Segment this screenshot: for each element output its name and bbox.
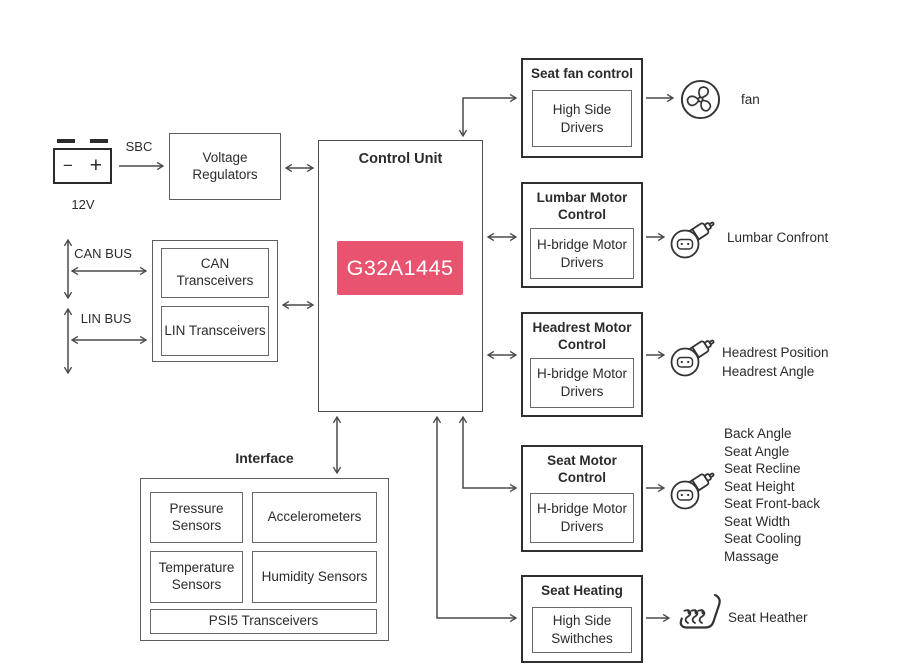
can-bus-label: CAN BUS xyxy=(74,246,132,261)
seat-heater-icon xyxy=(673,592,723,638)
battery-plus-sign: + xyxy=(89,154,102,177)
driver-block: High Side Drivers xyxy=(532,90,632,147)
humidity-sensors-block: Humidity Sensors xyxy=(252,551,377,603)
output-line: Headrest Position xyxy=(722,345,829,360)
output-line: Seat Recline xyxy=(724,461,801,476)
battery-voltage-label: 12V xyxy=(71,197,95,212)
driver-block: H-bridge Motor Drivers xyxy=(530,358,634,408)
battery-terminal-plus xyxy=(90,139,108,143)
pressure-sensors-block: Pressure Sensors xyxy=(150,492,243,543)
output-line: Seat Height xyxy=(724,478,795,494)
can-transceivers-block: CAN Transceivers xyxy=(161,248,269,298)
headrest-motor-control-module: Headrest Motor Control H-bridge Motor Dr… xyxy=(521,312,643,417)
interface-label: Interface xyxy=(235,450,294,466)
motor-icon xyxy=(668,464,722,512)
module-title: Seat Heating xyxy=(541,583,623,598)
fan-output-label: fan xyxy=(741,92,760,107)
output-line: Back Angle xyxy=(724,426,792,441)
temperature-sensors-block: Temperature Sensors xyxy=(150,551,243,603)
headrest-output-labels: Headrest Position Headrest Angle xyxy=(722,343,829,381)
module-title: Headrest Motor Control xyxy=(532,320,632,352)
driver-block: H-bridge Motor Drivers xyxy=(530,493,634,543)
lumbar-motor-control-module: Lumbar Motor Control H-bridge Motor Driv… xyxy=(521,182,643,288)
driver-block: H-bridge Motor Drivers xyxy=(530,228,634,279)
chip-badge: G32A1445 xyxy=(337,241,463,295)
output-line: Seat Angle xyxy=(724,443,790,459)
module-title: Seat fan control xyxy=(530,66,633,81)
module-title: Lumbar Motor Control xyxy=(536,190,628,222)
seat-heating-module: Seat Heating High Side Swithches xyxy=(521,575,643,663)
battery-minus-sign: − xyxy=(63,156,73,175)
control-unit-title: Control Unit xyxy=(358,151,443,167)
lin-transceivers-block: LIN Transceivers xyxy=(161,306,269,356)
psi5-transceivers-block: PSI5 Transceivers xyxy=(150,609,377,634)
seat-motor-output-labels: Back Angle Seat Angle Seat Recline Seat … xyxy=(724,425,820,565)
seat-motor-control-module: Seat Motor Control H-bridge Motor Driver… xyxy=(521,445,643,552)
motor-icon xyxy=(668,331,722,379)
seat-fan-control-module: Seat fan control High Side Drivers xyxy=(521,58,643,158)
voltage-regulators-block: Voltage Regulators xyxy=(169,133,281,200)
lin-bus-label: LIN BUS xyxy=(80,311,132,326)
motor-icon xyxy=(668,213,722,261)
output-line: Seat Width xyxy=(724,513,791,529)
accelerometers-block: Accelerometers xyxy=(252,492,377,543)
lumbar-output-label: Lumbar Confront xyxy=(727,230,829,245)
fan-icon xyxy=(679,78,722,121)
battery-terminal-minus xyxy=(57,139,75,143)
output-line: Seat Cooling xyxy=(724,531,802,546)
driver-block: High Side Swithches xyxy=(532,607,632,653)
output-line: Seat Front-back xyxy=(724,496,821,511)
sbc-label: SBC xyxy=(125,139,153,154)
module-title: Seat Motor Control xyxy=(547,453,617,485)
output-line: Massage xyxy=(724,548,779,564)
seat-heater-output-label: Seat Heather xyxy=(728,610,808,625)
output-line: Headrest Angle xyxy=(722,364,815,379)
battery-icon: − + xyxy=(53,148,112,184)
